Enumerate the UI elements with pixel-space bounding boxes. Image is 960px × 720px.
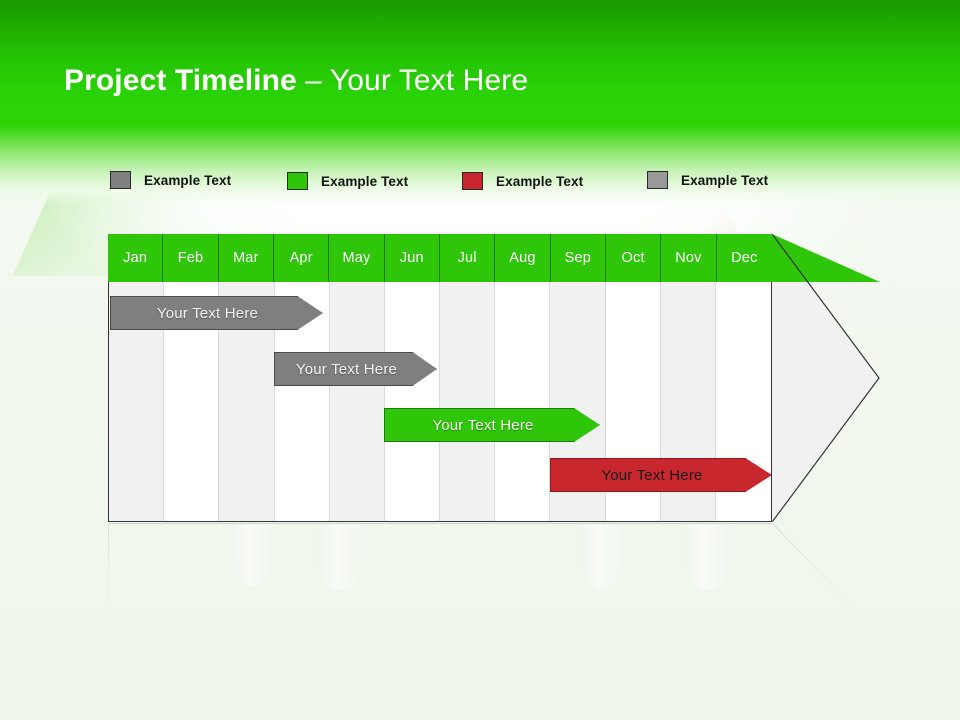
background-figure-leg-4 [684, 524, 730, 590]
month-header-mar[interactable]: Mar [218, 234, 274, 282]
month-header-apr[interactable]: Apr [273, 234, 330, 282]
task-bar-4[interactable]: Your Text Here [550, 458, 772, 492]
task-bar-1[interactable]: Your Text Here [110, 296, 323, 330]
legend-label-1: Example Text [144, 172, 232, 188]
month-header-nov[interactable]: Nov [661, 234, 717, 282]
task-bar-3[interactable]: Your Text Here [384, 408, 600, 442]
legend-item-2[interactable]: Example Text [287, 172, 408, 190]
page-title-separator: – [296, 64, 330, 97]
arrowhead-outline [772, 234, 880, 522]
month-header-aug[interactable]: Aug [495, 234, 551, 282]
month-header-sep[interactable]: Sep [550, 234, 606, 282]
chart-arrowhead [772, 234, 880, 522]
task-bar-3-label: Your Text Here [432, 416, 534, 434]
column-stripe-jan [109, 235, 165, 521]
header-band [0, 0, 960, 128]
legend-swatch-3 [462, 172, 483, 190]
task-bar-1-shape [110, 296, 323, 330]
background-figure-leg-3 [580, 524, 624, 588]
column-stripe-jul [440, 235, 496, 521]
column-stripe-oct [606, 235, 661, 521]
month-header-dec[interactable]: Dec [716, 234, 772, 282]
chart-reflection [108, 523, 883, 635]
legend-item-4[interactable]: Example Text [647, 171, 768, 189]
page-title-light: Your Text Here [329, 64, 529, 97]
month-header-oct[interactable]: Oct [605, 234, 662, 282]
page-title: Project Timeline – Your Text Here [64, 60, 528, 102]
task-bar-2-label: Your Text Here [295, 360, 398, 378]
reflection-arrowhead [771, 523, 882, 635]
page-title-bold: Project Timeline [64, 64, 297, 97]
legend-swatch-1 [110, 171, 131, 189]
legend-swatch-2 [287, 172, 308, 190]
task-bar-2-shape [274, 352, 437, 386]
legend-label-2: Example Text [321, 173, 409, 189]
legend-item-1[interactable]: Example Text [110, 171, 231, 189]
task-bar-4-label: Your Text Here [601, 466, 703, 484]
month-header-jan[interactable]: Jan [108, 234, 164, 282]
legend-label-3: Example Text [496, 173, 584, 189]
column-stripe-feb [164, 235, 220, 521]
task-bar-2[interactable]: Your Text Here [274, 352, 437, 386]
month-header-may[interactable]: May [329, 234, 385, 282]
header-band-fade [0, 126, 960, 204]
reflection-top-edge [108, 523, 772, 524]
task-bar-1-label: Your Text Here [156, 304, 259, 322]
reflection-left-edge [108, 523, 109, 633]
legend-swatch-4 [647, 171, 668, 189]
task-bar-4-shape [550, 458, 772, 492]
background-figure-leg-1 [232, 524, 274, 586]
legend-item-3[interactable]: Example Text [462, 172, 583, 190]
month-header-jul[interactable]: Jul [439, 234, 496, 282]
month-header-feb[interactable]: Feb [163, 234, 219, 282]
column-stripe-jun [385, 235, 441, 521]
month-header-jun[interactable]: Jun [384, 234, 440, 282]
column-stripe-aug [495, 235, 551, 521]
background-figure-leg-2 [318, 524, 364, 590]
legend-label-4: Example Text [681, 172, 769, 188]
task-bar-3-shape [384, 408, 600, 442]
